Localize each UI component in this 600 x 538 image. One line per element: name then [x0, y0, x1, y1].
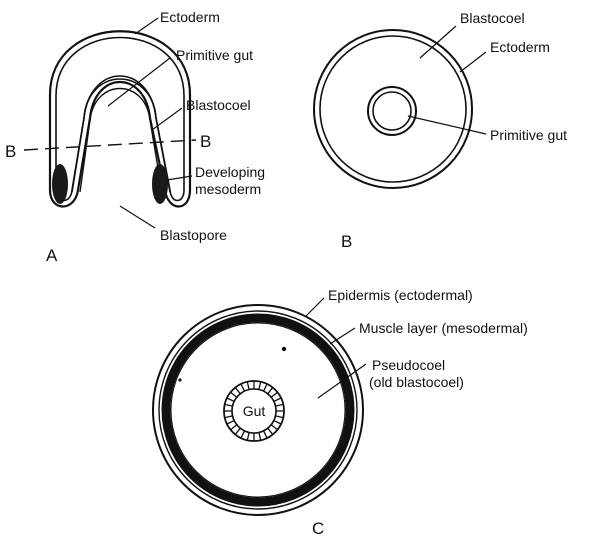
panel-a: B B Ectoderm Primitive gut Blastocoel De…	[5, 9, 265, 265]
leader-c-muscle	[329, 327, 356, 345]
panel-b-gut-outer	[367, 86, 417, 136]
gut-cell-wall	[270, 424, 278, 431]
label-c-epidermis: Epidermis (ectodermal)	[328, 287, 473, 303]
panel-b: Blastocoel Ectoderm Primitive gut B	[313, 10, 567, 251]
panel-c-speck-2	[178, 378, 182, 382]
gut-cell-wall	[240, 430, 246, 439]
panel-a-letter: A	[46, 246, 58, 265]
label-c-old-blastocoel: (old blastocoel)	[369, 374, 464, 390]
leader-b-primitive-gut	[407, 115, 487, 135]
gut-cell-wall	[270, 391, 278, 398]
gut-cell-wall	[226, 419, 235, 425]
label-a-mesoderm: mesoderm	[195, 181, 261, 197]
panel-a-primitive-gut-wall-inner	[79, 87, 163, 193]
leader-c-pseudocoel	[317, 363, 367, 399]
label-a-blastocoel: Blastocoel	[186, 97, 251, 113]
label-a-primitive-gut: Primitive gut	[176, 47, 253, 63]
gut-cell-wall	[224, 403, 233, 407]
leader-a-mesoderm	[166, 175, 193, 181]
label-b-primitive-gut: Primitive gut	[490, 127, 567, 143]
gut-cell-wall	[273, 397, 282, 403]
gut-cell-wall	[224, 415, 233, 419]
gut-cell-wall	[275, 415, 284, 419]
leader-b-ectoderm	[459, 51, 487, 73]
label-c-pseudocoel: Pseudocoel	[372, 357, 445, 373]
gut-cell-wall	[262, 383, 268, 392]
label-b-ectoderm: Ectoderm	[490, 39, 550, 55]
label-b-blastocoel: Blastocoel	[460, 10, 525, 26]
label-a-blastopore: Blastopore	[160, 227, 227, 243]
panel-b-ectoderm-outer	[313, 29, 473, 189]
panel-c-letter: C	[312, 519, 324, 538]
gut-cell-wall	[234, 387, 241, 395]
panel-b-letter: B	[341, 232, 352, 251]
gut-cell-wall	[267, 387, 274, 395]
leader-a-ectoderm	[134, 17, 159, 35]
panel-a-ectoderm-outer	[48, 30, 192, 208]
gut-cell-wall	[230, 424, 238, 431]
panel-c-epidermis-outer	[152, 304, 364, 516]
gut-cell-wall	[267, 427, 274, 435]
panel-c-epidermis-inner	[158, 310, 358, 510]
panel-a-mesoderm-right	[152, 164, 168, 204]
gut-cell-wall	[230, 391, 238, 398]
gut-cell-wall	[246, 432, 250, 441]
gut-cell-wall	[273, 419, 282, 425]
gut-cell-wall	[262, 430, 268, 439]
gut-cell-wall	[240, 383, 246, 392]
panel-c-gut-epithelium	[224, 381, 284, 441]
gut-cell-wall	[246, 381, 250, 390]
gut-cell-wall	[258, 381, 262, 390]
gut-cell-wall	[226, 397, 235, 403]
panel-c-gut-label: Gut	[243, 403, 266, 419]
label-c-muscle-layer: Muscle layer (mesodermal)	[359, 320, 528, 336]
panel-a-primitive-gut-wall	[71, 78, 171, 193]
panel-b-ectoderm-inner	[319, 35, 467, 183]
gut-cell-wall	[258, 432, 262, 441]
panel-c: Gut Epidermis (ectodermal) Muscle layer …	[152, 287, 528, 538]
panel-c-muscle-layer	[161, 313, 355, 507]
panel-a-mesoderm-left	[52, 164, 68, 204]
panel-a-section-marker-right: B	[200, 132, 211, 151]
panel-a-section-line	[23, 139, 197, 151]
panel-c-speck-1	[281, 346, 287, 352]
label-a-developing: Developing	[195, 164, 265, 180]
leader-a-primitive-gut	[107, 57, 171, 107]
panel-c-muscle-layer-inner-edge	[170, 322, 346, 498]
leader-a-blastocoel	[151, 107, 183, 131]
label-a-ectoderm: Ectoderm	[160, 9, 220, 25]
panel-a-section-marker-left: B	[5, 142, 16, 161]
leader-c-epidermis	[305, 297, 325, 317]
leader-a-blastopore	[119, 205, 156, 229]
panel-b-gut-inner	[372, 91, 412, 131]
leader-b-blastocoel	[419, 25, 457, 59]
gut-cell-wall	[275, 403, 284, 407]
gut-cell-wall	[234, 427, 241, 435]
